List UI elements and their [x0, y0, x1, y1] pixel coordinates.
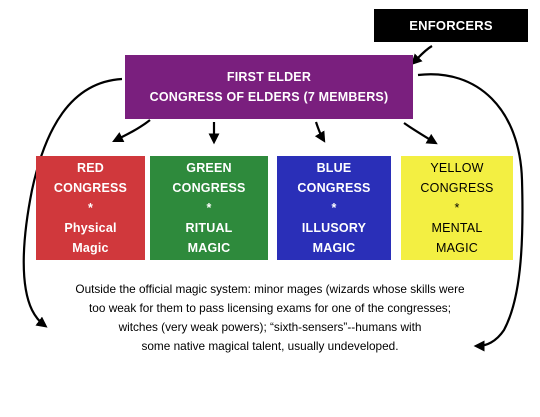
- arrow-left-curve: [22, 77, 123, 328]
- first-elder-box: FIRST ELDER CONGRESS OF ELDERS (7 MEMBER…: [125, 55, 413, 119]
- note-line-1: Outside the official magic system: minor…: [75, 282, 465, 296]
- arrow-to-yellow: [403, 122, 438, 145]
- congress-label: CONGRESS: [53, 181, 128, 195]
- elder-title: FIRST ELDER: [226, 70, 312, 84]
- enforcers-label: ENFORCERS: [409, 17, 493, 33]
- magic-type: MENTAL: [431, 221, 483, 235]
- congress-name: RED: [77, 161, 104, 175]
- congress-label: CONGRESS: [420, 181, 494, 195]
- congress-label: CONGRESS: [297, 181, 371, 195]
- magic-type: RITUAL: [185, 221, 233, 235]
- congress-name: GREEN: [186, 161, 232, 175]
- arrow-enforcers-to-elder: [410, 45, 433, 66]
- congress-separator: *: [331, 201, 337, 215]
- arrow-to-red: [112, 119, 151, 142]
- congress-label: CONGRESS: [172, 181, 246, 195]
- note-line-2: too weak for them to pass licensing exam…: [89, 301, 451, 315]
- arrow-right-curve: [417, 73, 524, 352]
- magic-type: Physical: [64, 221, 117, 235]
- yellow-congress-box: YELLOW CONGRESS * MENTAL MAGIC: [401, 156, 513, 260]
- elder-subtitle: CONGRESS OF ELDERS (7 MEMBERS): [149, 90, 389, 104]
- note-line-4: some native magical talent, usually unde…: [141, 339, 399, 353]
- arrow-to-blue: [314, 121, 326, 143]
- magic-type: ILLUSORY: [301, 221, 367, 235]
- magic-label: Magic: [72, 241, 109, 255]
- congress-name: BLUE: [316, 161, 352, 175]
- green-congress-box: GREEN CONGRESS * RITUAL MAGIC: [150, 156, 268, 260]
- magic-label: MAGIC: [312, 241, 356, 255]
- congress-name: YELLOW: [430, 161, 484, 175]
- congress-separator: *: [454, 201, 460, 215]
- enforcers-box: ENFORCERS: [374, 9, 528, 42]
- congress-separator: *: [206, 201, 212, 215]
- magic-label: MAGIC: [187, 241, 231, 255]
- magic-label: MAGIC: [436, 241, 478, 255]
- note-line-3: witches (very weak powers); “sixth-sense…: [118, 320, 422, 334]
- outside-system-note: Outside the official magic system: minor…: [30, 280, 510, 356]
- congress-separator: *: [87, 201, 94, 215]
- red-congress-box: RED CONGRESS * Physical Magic: [36, 156, 145, 260]
- blue-congress-box: BLUE CONGRESS * ILLUSORY MAGIC: [277, 156, 391, 260]
